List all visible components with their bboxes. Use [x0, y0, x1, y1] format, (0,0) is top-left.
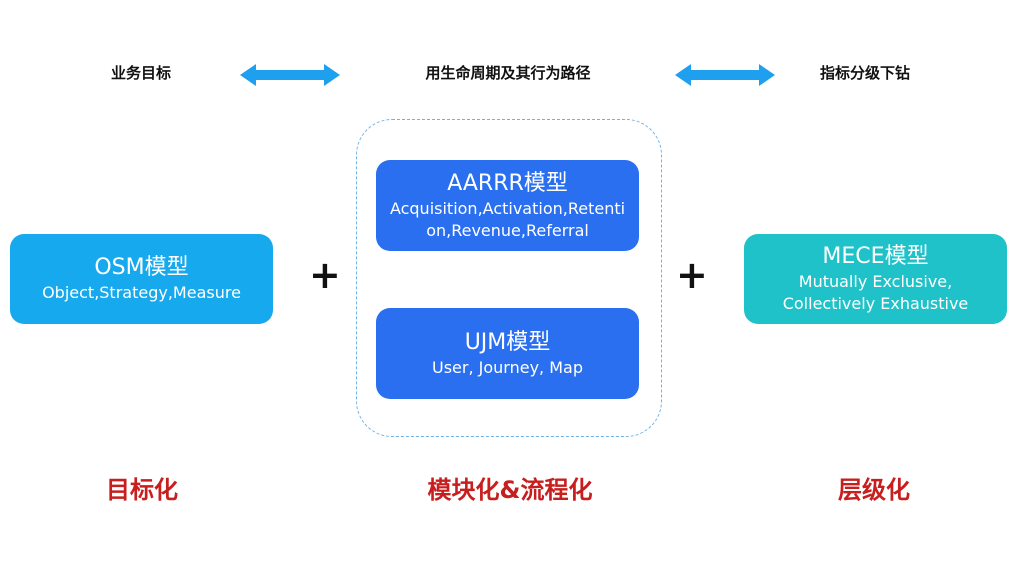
aarrr-model-subtitle: Acquisition,Activation,Retention,Revenue… — [389, 198, 626, 240]
plus-sign-left: + — [309, 253, 341, 297]
double-arrow-left — [240, 64, 340, 86]
osm-model-title: OSM模型 — [94, 255, 189, 280]
aarrr-model-title: AARRR模型 — [447, 170, 568, 196]
ujm-model-title: UJM模型 — [464, 329, 551, 355]
top-label-business-goal: 业务目标 — [110, 64, 171, 82]
osm-model-subtitle: Object,Strategy,Measure — [42, 283, 241, 302]
top-label-metric-drilldown: 指标分级下钻 — [819, 64, 910, 82]
bottom-label-goal-oriented: 目标化 — [106, 476, 178, 504]
dashed-group-frame — [356, 119, 662, 437]
mece-model-subtitle-line1: Mutually Exclusive, — [798, 272, 953, 291]
double-arrow-right — [675, 64, 775, 86]
ujm-model-box: UJM模型 User, Journey, Map — [376, 308, 639, 399]
plus-sign-right: + — [676, 253, 708, 297]
aarrr-model-box: AARRR模型 Acquisition,Activation,Retention… — [376, 160, 639, 251]
osm-model-box: OSM模型 Object,Strategy,Measure — [10, 234, 273, 324]
top-label-lifecycle-path: 用生命周期及其行为路径 — [425, 64, 591, 82]
bottom-label-modular-process: 模块化&流程化 — [427, 476, 593, 504]
bottom-label-hierarchical: 层级化 — [838, 476, 910, 504]
ujm-model-subtitle: User, Journey, Map — [432, 357, 583, 377]
mece-model-box: MECE模型 Mutually Exclusive, Collectively … — [744, 234, 1007, 324]
mece-model-subtitle-line2: Collectively Exhaustive — [782, 294, 969, 313]
mece-model-title: MECE模型 — [822, 244, 929, 269]
